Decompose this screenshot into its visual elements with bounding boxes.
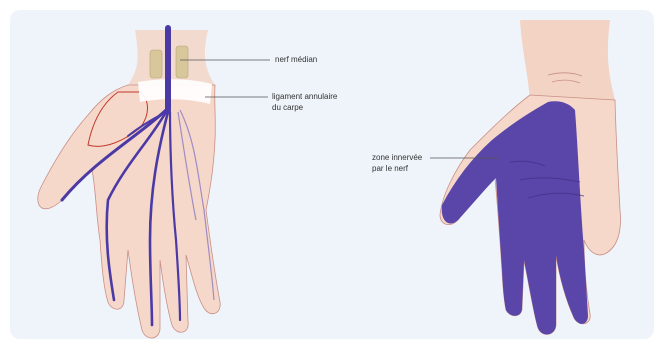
label-zone-line1: zone innervée: [372, 152, 422, 163]
hand-silhouette-left: [38, 85, 220, 338]
label-ligament-line1: ligament annulaire: [272, 91, 337, 102]
label-zone: zone innervée par le nerf: [372, 152, 422, 174]
right-hand: [440, 20, 621, 334]
forearm-left: [128, 30, 215, 85]
tendon-left: [150, 50, 162, 78]
label-nerf-median-text: nerf médian: [275, 54, 317, 65]
innervated-zone: [442, 101, 588, 334]
label-nerf-median: nerf médian: [275, 54, 317, 65]
forearm-right: [520, 20, 615, 100]
tendon-right: [176, 46, 188, 78]
label-zone-line2: par le nerf: [372, 163, 422, 174]
left-hand-palm: [38, 28, 220, 338]
label-ligament: ligament annulaire du carpe: [272, 91, 337, 113]
label-ligament-line2: du carpe: [272, 102, 337, 113]
